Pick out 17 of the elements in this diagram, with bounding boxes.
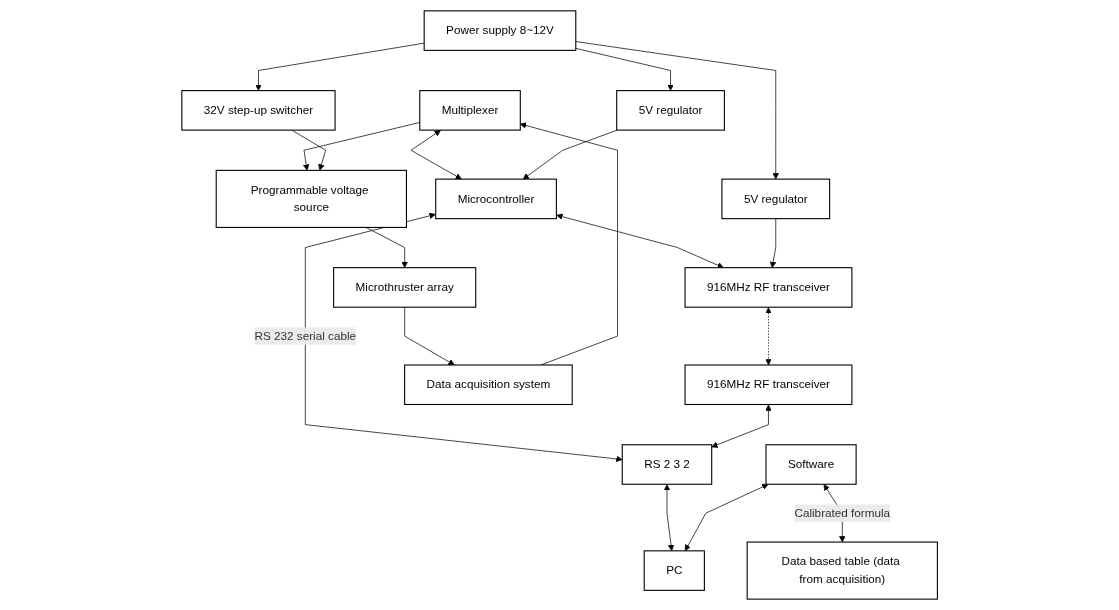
node-box: Microcontroller bbox=[435, 178, 557, 220]
node-box: RS 2 3 2 bbox=[621, 444, 713, 485]
node-box: 916MHz RF transceiver bbox=[684, 364, 853, 406]
node-box: PC bbox=[643, 550, 705, 591]
node-box: 5V regulator bbox=[616, 90, 725, 131]
edge-label: Calibrated formula bbox=[794, 506, 890, 520]
node-box: 916MHz RF transceiver bbox=[684, 267, 853, 308]
node-box: Multiplexer bbox=[419, 90, 521, 131]
node-box: Programmable voltage source bbox=[215, 169, 407, 228]
node-box: Power supply 8~12V bbox=[423, 10, 577, 51]
node-box: Microthruster array bbox=[332, 267, 477, 308]
node-box: Software bbox=[765, 444, 857, 485]
node-box: Data based table (data from acquisition) bbox=[746, 541, 938, 600]
node-box: 5V regulator bbox=[721, 178, 831, 220]
edge-label: RS 232 serial cable bbox=[254, 329, 356, 342]
node-box: 32V step-up switcher bbox=[181, 90, 336, 131]
node-box: Data acquisition system bbox=[403, 364, 573, 406]
